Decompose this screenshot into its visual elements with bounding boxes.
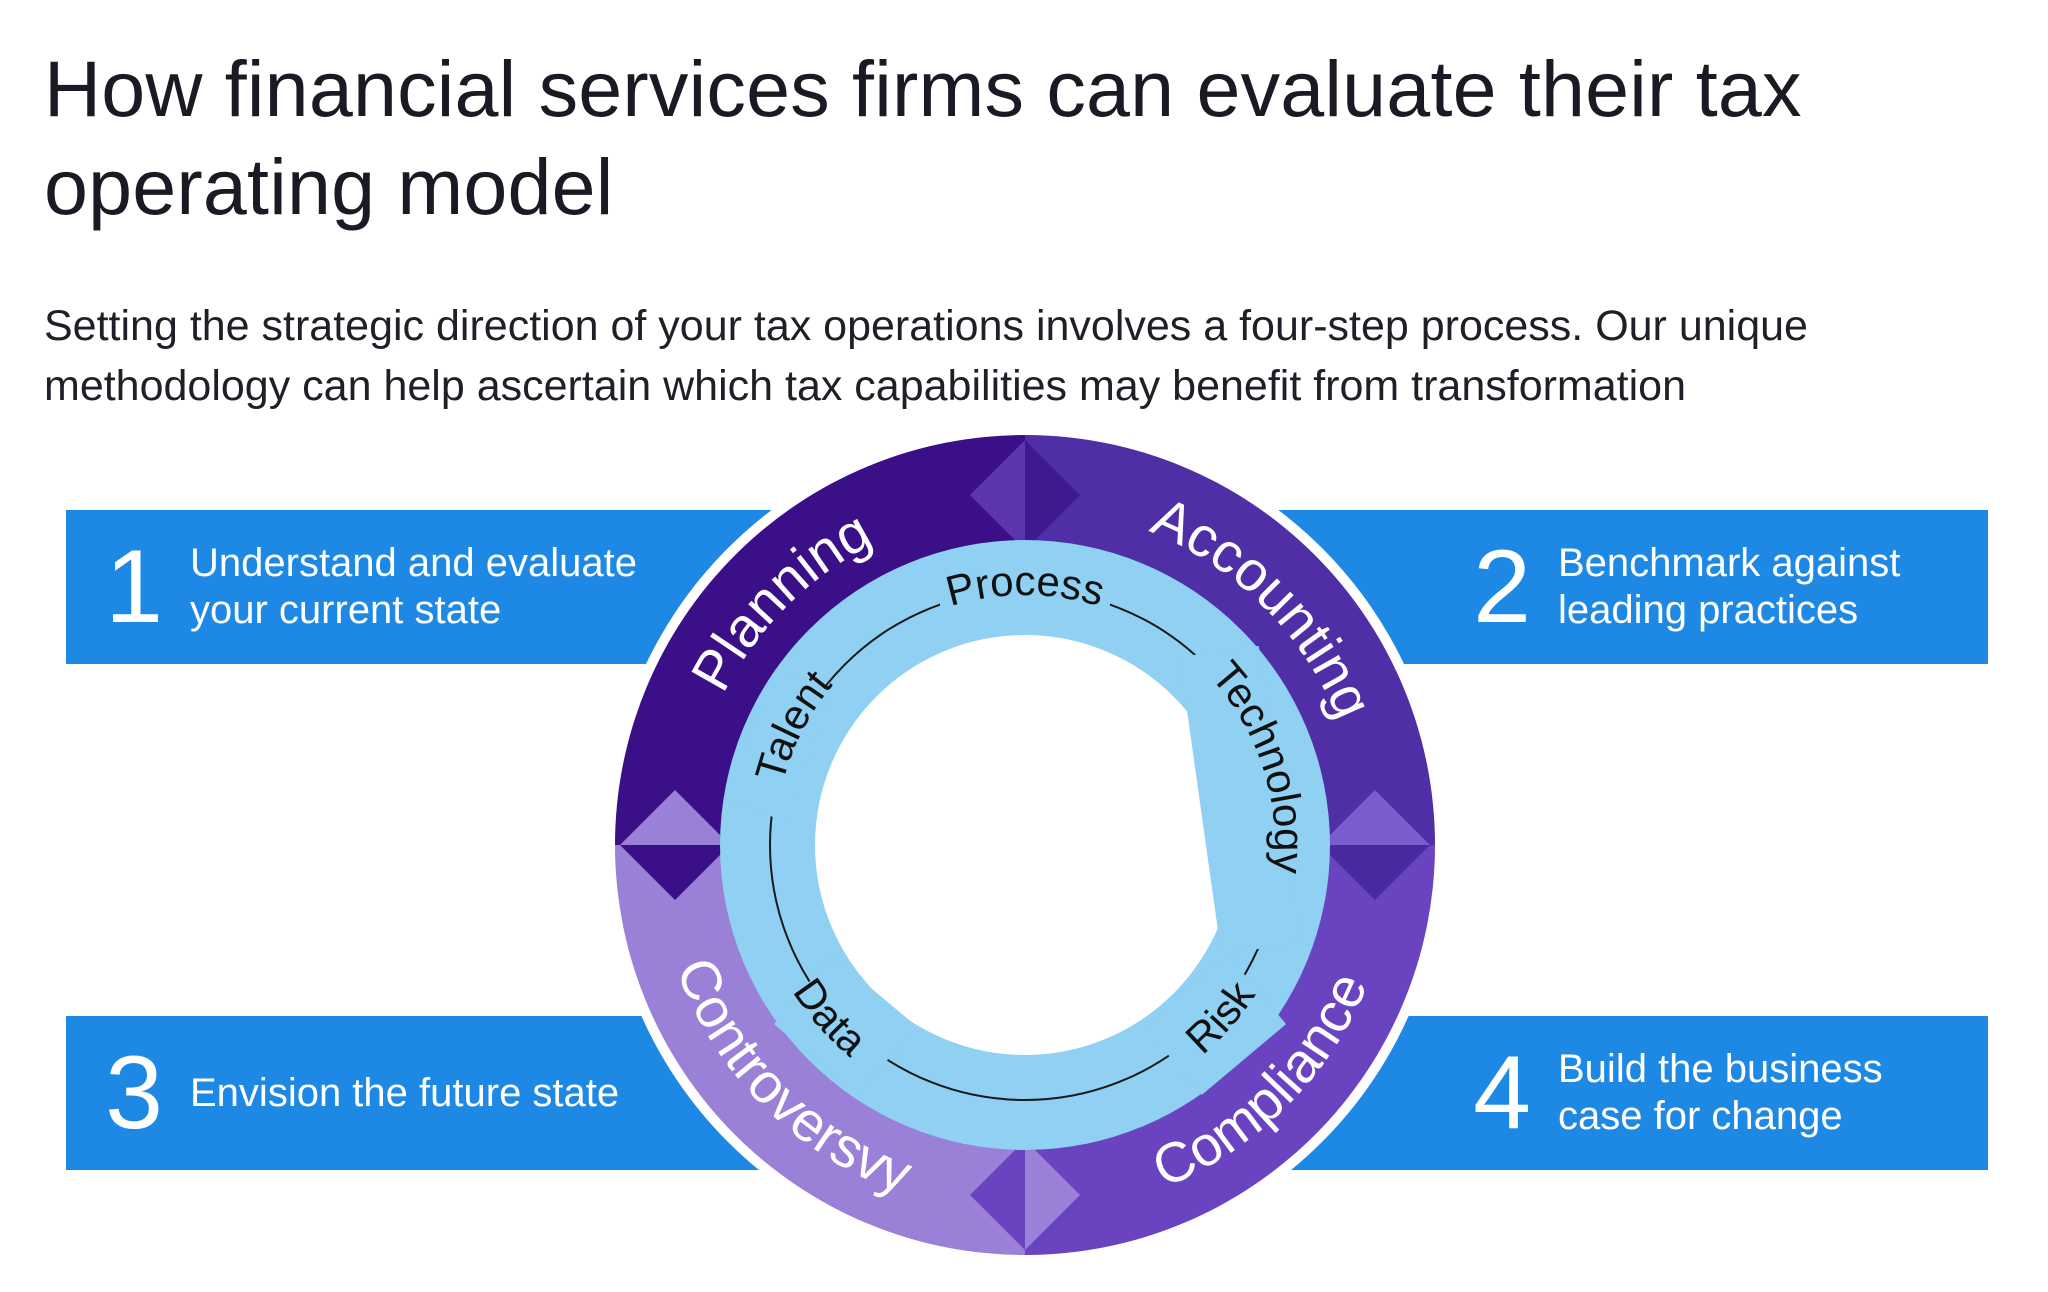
step-text: Understand and evaluate your current sta…: [190, 540, 637, 634]
center-hole: [815, 635, 1235, 1055]
step-text: Build the business case for change: [1558, 1046, 1883, 1140]
step-number: 1: [105, 529, 163, 645]
page-subtitle: Setting the strategic direction of your …: [44, 302, 1808, 410]
junction-diamonds: [620, 440, 1430, 1250]
step-line: leading practices: [1558, 588, 1859, 632]
diamond-right-bottom: [1320, 845, 1430, 900]
step-line: case for change: [1558, 1094, 1843, 1138]
step-text: Benchmark against leading practices: [1558, 540, 1900, 634]
diamond-left-top: [620, 790, 730, 845]
diamond-bottom-left: [970, 1140, 1025, 1250]
capability-wheel: Planning Accounting Compliance Controver…: [605, 425, 1445, 1265]
step-line: your current state: [190, 588, 502, 632]
step-line: Benchmark against: [1558, 541, 1901, 585]
diamond-top-left: [970, 440, 1025, 550]
diamond-right-top: [1320, 790, 1430, 845]
diamond-left-bottom: [620, 845, 730, 900]
step-number: 4: [1473, 1035, 1531, 1151]
step-line: Envision the future state: [190, 1070, 620, 1115]
step-line: Understand and evaluate: [190, 541, 637, 585]
step-text: Envision the future state: [190, 1070, 619, 1117]
step-number: 3: [105, 1035, 163, 1151]
step-line: Build the business: [1558, 1047, 1883, 1091]
step-number: 2: [1473, 529, 1531, 645]
inner-label-masks: [727, 572, 1301, 1095]
page-title: How financial services firms can evaluat…: [44, 44, 1802, 231]
diamond-bottom-right: [1025, 1140, 1080, 1250]
diamond-top-right: [1025, 440, 1080, 550]
